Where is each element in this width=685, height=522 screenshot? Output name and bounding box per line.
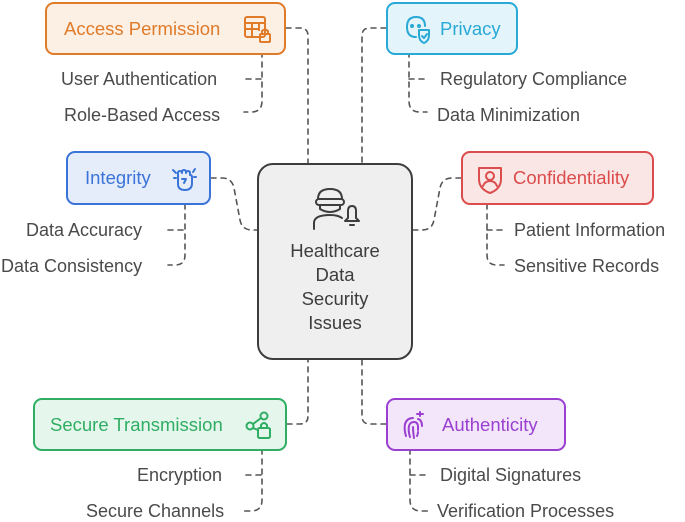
item-sensitive-records: Sensitive Records [514,256,660,276]
connector-authenticity [361,359,387,425]
node-label: Authenticity [442,413,538,435]
connector-privacy [361,27,387,164]
center-title: Healthcare Data Security Issues [259,239,411,335]
item-patient-information: Patient Information [514,220,666,240]
node-label: Access Permission [64,17,221,39]
item-verification-processes: Verification Processes [437,501,615,521]
connector-privacy-items [408,51,428,113]
user-alert-icon [313,188,360,230]
connector-secure-transmission [286,359,309,425]
center-title-line: Security [301,288,369,309]
node-privacy: Privacy [386,2,518,55]
item-data-consistency: Data Consistency [1,256,143,276]
connector-confidentiality [412,177,462,231]
table-lock-icon [244,16,271,43]
fist-sparkle-icon [172,168,197,191]
node-label: Secure Transmission [50,413,223,435]
connector-user-authentication [243,51,263,113]
center-node: Healthcare Data Security Issues [257,163,413,360]
user-shield-icon [478,167,502,194]
item-role-based-access: Role-Based Access [64,105,221,125]
connector-integrity-items [167,203,186,266]
item-data-minimization: Data Minimization [437,105,581,125]
node-integrity: Integrity [66,151,211,205]
network-lock-icon [245,411,271,439]
connector-secure-transmission-items [243,448,263,512]
item-secure-channels: Secure Channels [86,501,225,521]
center-title-line: Data [315,264,355,285]
connector-confidentiality-items [486,203,505,266]
connector-integrity [210,177,258,231]
item-digital-signatures: Digital Signatures [440,465,582,485]
connector-access-permission [285,27,309,164]
item-regulatory-compliance: Regulatory Compliance [440,69,628,89]
item-user-authentication: User Authentication [61,69,218,89]
connector-authenticity-items [409,448,429,512]
center-title-line: Healthcare [290,240,380,261]
node-label: Integrity [85,167,151,188]
item-data-accuracy: Data Accuracy [26,220,143,240]
center-title-line: Issues [308,312,362,333]
node-authenticity: Authenticity [386,398,566,451]
node-label: Confidentiality [513,167,630,188]
node-secure-transmission: Secure Transmission [33,398,287,451]
fingerprint-icon [403,411,424,439]
item-encryption: Encryption [137,465,223,485]
node-access-permission: Access Permission [45,2,286,55]
baby-shield-icon [406,16,430,44]
node-confidentiality: Confidentiality [461,151,654,205]
node-label: Privacy [440,17,501,39]
